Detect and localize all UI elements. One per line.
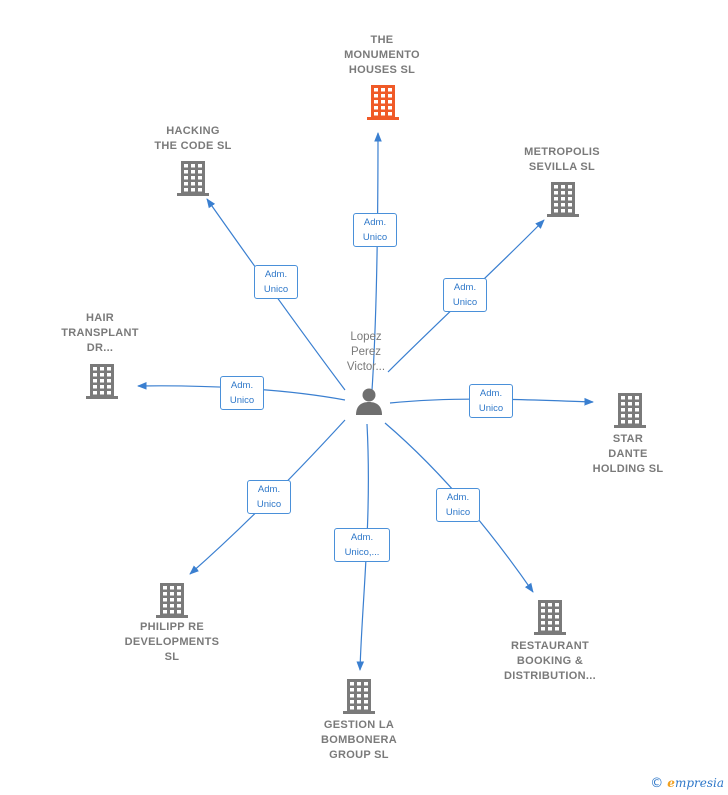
role-badge-line: Unico — [445, 507, 471, 518]
role-badge-line: Adm. — [230, 380, 254, 391]
company-label-line: BOOKING & — [516, 655, 584, 667]
role-badge-line: Unico — [452, 297, 478, 308]
company-label-restaurant[interactable]: RESTAURANT BOOKING & DISTRIBUTION... — [490, 639, 610, 684]
company-label-line: HOLDING SL — [592, 463, 664, 475]
company-label-line: DANTE — [608, 448, 648, 460]
company-label-line: GROUP SL — [329, 749, 389, 761]
person-icon[interactable] — [354, 386, 384, 416]
company-label-line: THE CODE SL — [154, 140, 232, 152]
company-label-monumento[interactable]: THE MONUMENTO HOUSES SL — [327, 33, 437, 78]
company-label-hacking[interactable]: HACKING THE CODE SL — [138, 124, 248, 154]
role-badge-line: Adm. — [453, 282, 477, 293]
role-badge-hacking[interactable]: Adm. Unico — [254, 265, 298, 299]
company-label-line: HAIR — [85, 312, 115, 324]
company-label-line: MONUMENTO — [344, 49, 420, 61]
company-label-line: SL — [164, 651, 180, 663]
company-label-philipp[interactable]: PHILIPP RE DEVELOPMENTS SL — [112, 620, 232, 665]
role-badge-line: Unico — [256, 499, 282, 510]
building-icon[interactable] — [367, 85, 399, 121]
role-badge-line: Adm. — [479, 388, 503, 399]
role-badge-gestion[interactable]: Adm. Unico,... — [334, 528, 390, 562]
company-label-gestion[interactable]: GESTION LA BOMBONERA GROUP SL — [304, 718, 414, 763]
building-icon[interactable] — [534, 600, 566, 636]
brand-name[interactable]: mpresia — [674, 776, 724, 790]
person-name-line: Perez — [350, 346, 382, 358]
person-name-line: Victor... — [346, 361, 386, 373]
role-badge-line: Adm. — [446, 492, 470, 503]
company-label-metropolis[interactable]: METROPOLIS SEVILLA SL — [507, 145, 617, 175]
role-badge-line: Adm. — [264, 269, 288, 280]
company-label-line: RESTAURANT — [511, 640, 589, 652]
company-label-line: METROPOLIS — [524, 146, 600, 158]
role-badge-line: Unico,... — [344, 547, 380, 558]
company-label-line: DISTRIBUTION... — [504, 670, 596, 682]
brand-initial: e — [667, 776, 675, 790]
role-badge-line: Adm. — [350, 532, 374, 543]
role-badge-philipp[interactable]: Adm. Unico — [247, 480, 291, 514]
edge-monumento — [371, 132, 382, 391]
company-label-line: THE — [370, 34, 394, 46]
company-label-hair[interactable]: HAIR TRANSPLANT DR... — [45, 311, 155, 356]
role-badge-hair[interactable]: Adm. Unico — [220, 376, 264, 410]
building-icon[interactable] — [343, 679, 375, 715]
company-label-line: PHILIPP RE — [140, 621, 204, 633]
role-badge-line: Unico — [478, 403, 504, 414]
company-label-line: DEVELOPMENTS — [124, 636, 220, 648]
company-label-line: HACKING — [166, 125, 220, 137]
role-badge-line: Adm. — [363, 217, 387, 228]
role-badge-line: Unico — [362, 232, 388, 243]
company-label-line: DR... — [86, 342, 114, 354]
empresia-footer: ©empresia — [650, 776, 724, 791]
role-badge-star[interactable]: Adm. Unico — [469, 384, 513, 418]
building-icon[interactable] — [177, 161, 209, 197]
role-badge-line: Adm. — [257, 484, 281, 495]
role-badge-monumento[interactable]: Adm. Unico — [353, 213, 397, 247]
role-badge-restaurant[interactable]: Adm. Unico — [436, 488, 480, 522]
building-icon[interactable] — [547, 182, 579, 218]
person-name-line: Lopez — [350, 331, 382, 343]
company-label-line: HOUSES SL — [348, 64, 416, 76]
company-label-line: BOMBONERA — [320, 734, 398, 746]
company-label-line: GESTION LA — [323, 719, 395, 731]
role-badge-metropolis[interactable]: Adm. Unico — [443, 278, 487, 312]
company-label-line: TRANSPLANT — [61, 327, 139, 339]
building-icon[interactable] — [614, 393, 646, 429]
role-badge-line: Unico — [263, 284, 289, 295]
building-icon[interactable] — [156, 583, 188, 619]
copyright-symbol: © — [650, 776, 664, 791]
building-icon[interactable] — [86, 364, 118, 400]
company-label-star[interactable]: STAR DANTE HOLDING SL — [573, 432, 683, 477]
role-badge-line: Unico — [229, 395, 255, 406]
company-label-line: SEVILLA SL — [528, 161, 596, 173]
company-label-line: STAR — [612, 433, 644, 445]
